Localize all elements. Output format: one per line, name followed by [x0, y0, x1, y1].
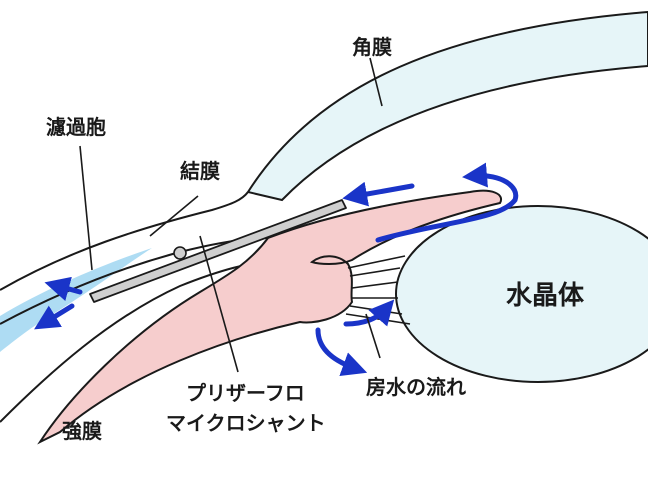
leader-lines [79, 57, 383, 373]
flow-arrow-icon [375, 162, 519, 243]
leader-aqueous-flow [365, 313, 381, 359]
leader-conjunctiva [149, 195, 199, 237]
label-conjunctiva: 結膜 [180, 159, 220, 183]
leader-filtering-bleb [79, 145, 93, 271]
label-shunt-line-1: プリザーフロ [186, 381, 305, 405]
flow-arrow-icon [342, 181, 415, 207]
label-shunt-line-2: マイクロシャント [166, 411, 326, 435]
flow-arrow-icon [44, 276, 83, 301]
flow-arrow-icon [343, 299, 395, 327]
label-aqueous-flow: 房水の流れ [366, 375, 466, 399]
label-cornea: 角膜 [352, 35, 392, 59]
microshunt-tube [89, 199, 347, 303]
label-filtering-bleb: 濾過胞 [46, 115, 106, 139]
leader-shunt [199, 235, 239, 373]
conjunctiva-outer-outline [0, 191, 249, 291]
leader-cornea [369, 57, 383, 107]
lens-shape [395, 205, 648, 383]
cornea-shape [246, 10, 648, 202]
filtering-bleb-shape [0, 248, 152, 352]
label-lens: 水晶体 [506, 281, 585, 311]
flow-arrow-icon [34, 303, 75, 330]
aqueous-flow-arrows [34, 162, 519, 376]
flow-arrow-icon [315, 327, 368, 376]
label-sclera: 強膜 [62, 419, 102, 443]
